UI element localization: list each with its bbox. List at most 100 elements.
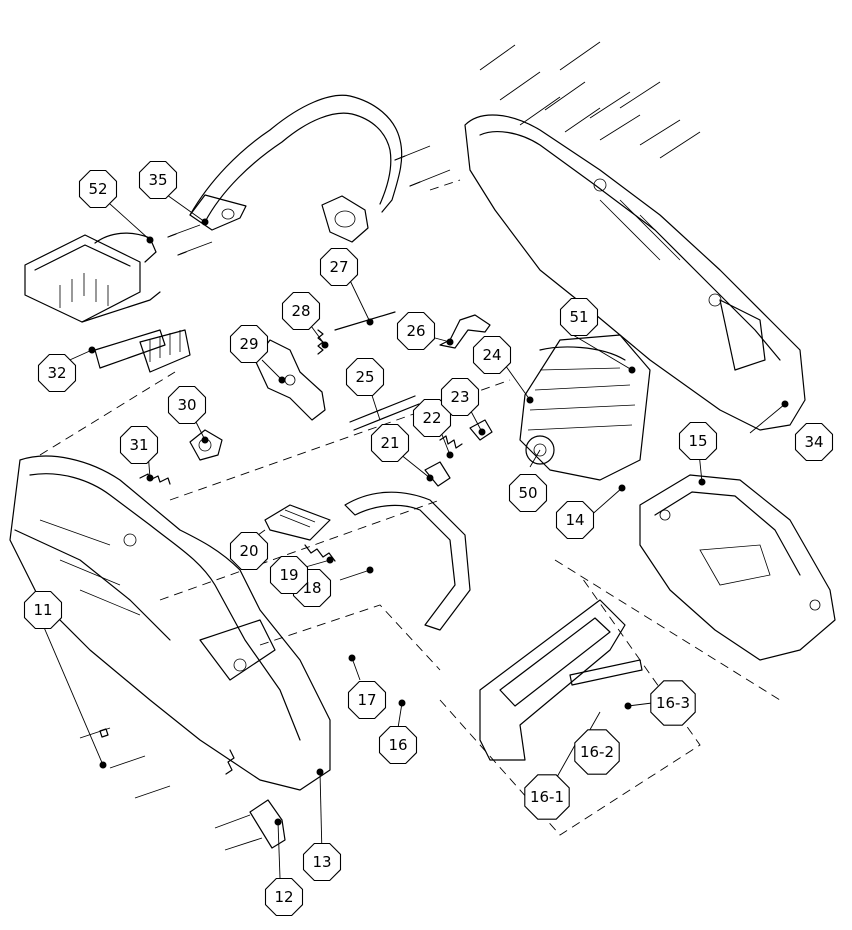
callout-label: 31 [129,436,148,454]
callout-octagon [370,423,410,463]
switch-module-part [24,232,161,323]
callout-31: 31 [119,425,159,465]
callout-21: 21 [370,423,410,463]
callout-octagon [269,555,309,595]
callout-20: 20 [229,531,269,571]
callout-octagon [650,680,696,726]
callout-octagon [678,421,718,461]
lever-part [439,314,491,349]
callout-label: 12 [274,888,293,906]
callout-octagon [396,311,436,351]
spring-19 [304,544,336,562]
motor-part [519,334,651,481]
callout-label: 29 [239,335,258,353]
callout-label: 16-2 [580,743,614,761]
leader-lines [42,189,786,879]
part-20 [264,504,331,541]
spring-31 [139,473,171,485]
right-housing-part [464,114,806,431]
callout-label: 20 [239,542,258,560]
pins [334,311,420,431]
marker-dots [88,218,789,826]
callout-11: 11 [23,590,63,630]
callout-32: 32 [37,353,77,393]
callout-octagon [229,324,269,364]
callout-16-1: 16-1 [524,774,570,820]
callout-octagon [472,335,512,375]
lower-left-screws [79,727,286,851]
handle-part [189,94,403,243]
trigger-lock-part [94,329,191,373]
handle-screws [167,145,451,256]
callout-label: 35 [148,171,167,189]
callout-label: 50 [518,484,537,502]
callout-12: 12 [264,877,304,917]
callout-15: 15 [678,421,718,461]
callout-label: 16-1 [530,788,564,806]
callout-octagon [559,297,599,337]
callout-label: 16-3 [656,694,690,712]
callout-octagon [794,422,834,462]
callout-octagon [574,729,620,775]
callout-label: 22 [422,409,441,427]
callout-52: 52 [78,169,118,209]
callout-30: 30 [167,385,207,425]
callout-octagon [119,425,159,465]
callout-25: 25 [345,357,385,397]
callout-16-2: 16-2 [574,729,620,775]
callout-label: 23 [450,388,469,406]
callout-34: 34 [794,422,834,462]
callout-label: 52 [88,180,107,198]
top-screws [479,41,701,159]
callout-19: 19 [269,555,309,595]
callout-13: 13 [302,842,342,882]
callout-label: 28 [291,302,310,320]
callout-label: 17 [357,691,376,709]
callout-28: 28 [281,291,321,331]
callout-layer: 11121314151616-116-216-31718192021222324… [23,160,834,917]
callout-octagon [229,531,269,571]
callout-octagon [78,169,118,209]
callout-octagon [37,353,77,393]
callout-label: 27 [329,258,348,276]
callout-octagon [347,680,387,720]
callout-label: 21 [380,434,399,452]
battery-cover-part [639,474,836,661]
callout-octagon [281,291,321,331]
callout-label: 25 [355,368,374,386]
callout-label: 34 [804,433,823,451]
callout-label: 13 [312,853,331,871]
callout-label: 14 [565,511,584,529]
button-30-part [189,429,223,461]
battery-latch-part [479,599,643,761]
callout-label: 11 [33,601,52,619]
callout-label: 24 [482,346,501,364]
callout-27: 27 [319,247,359,287]
callout-50: 50 [508,473,548,513]
callout-octagon [440,377,480,417]
callout-octagon [319,247,359,287]
callout-octagon [23,590,63,630]
callout-label: 30 [177,396,196,414]
callout-29: 29 [229,324,269,364]
callout-label: 16 [388,736,407,754]
callout-17: 17 [347,680,387,720]
callout-26: 26 [396,311,436,351]
left-housing-part [9,455,331,791]
callout-51: 51 [559,297,599,337]
callout-octagon [378,725,418,765]
callout-14: 14 [555,500,595,540]
callout-octagon [508,473,548,513]
callout-octagon [138,160,178,200]
callout-label: 51 [569,308,588,326]
callout-16: 16 [378,725,418,765]
callout-label: 32 [47,364,66,382]
callout-16-3: 16-3 [650,680,696,726]
callout-octagon [524,774,570,820]
callout-label: 19 [279,566,298,584]
callout-label: 26 [406,322,425,340]
callout-octagon [264,877,304,917]
callout-octagon [345,357,385,397]
